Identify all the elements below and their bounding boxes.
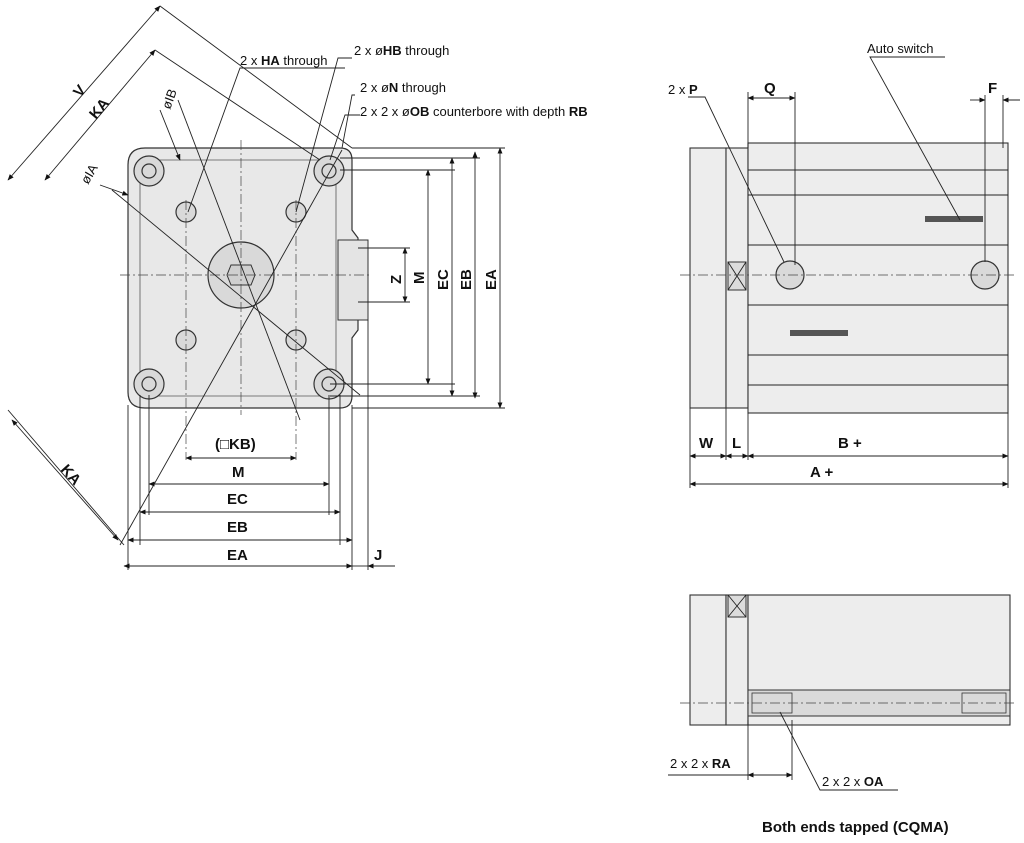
oa-label: 2 x 2 x OA (822, 774, 884, 789)
dim-M-vertical: M (411, 272, 428, 285)
dim-EA: EA (227, 547, 248, 564)
front-side-boss (337, 239, 369, 321)
front-inner-outline (139, 159, 337, 397)
dim-A: A + (810, 464, 833, 481)
dim-KA-bottom: KA (57, 461, 84, 489)
dim-IA: øIA (78, 161, 101, 186)
bottom-view (668, 594, 1015, 791)
dim-V: V (70, 82, 89, 101)
dim-IB: øIB (159, 87, 180, 111)
dim-W: W (699, 435, 714, 452)
bottom-end-plate (689, 594, 727, 726)
hb-through-label: 2 x øHB through (354, 43, 449, 58)
auto-switch-label: Auto switch (867, 41, 933, 56)
auto-switch-2 (790, 330, 848, 336)
dim-Z: Z (388, 275, 405, 284)
dim-KA-top: KA (86, 95, 113, 123)
dim-EC-vertical: EC (435, 269, 452, 290)
ha-through-label: 2 x HA through (240, 53, 327, 68)
dim-M: M (232, 464, 245, 481)
side-end-plate (689, 147, 727, 409)
dim-EA-vertical: EA (483, 269, 500, 290)
dim-Q: Q (764, 80, 776, 97)
ra-label: 2 x 2 x RA (670, 756, 731, 771)
dim-J: J (374, 547, 382, 564)
dim-F: F (988, 80, 997, 97)
dim-L: L (732, 435, 741, 452)
dim-EB: EB (227, 519, 248, 536)
p-label: 2 x P (668, 82, 698, 97)
n-through-label: 2 x øN through (360, 80, 446, 95)
ob-counterbore-label: 2 x 2 x øOB counterbore with depth RB (360, 104, 588, 119)
dim-EC: EC (227, 491, 248, 508)
side-view (680, 56, 1020, 488)
front-view (7, 5, 505, 570)
bottom-caption: Both ends tapped (CQMA) (762, 819, 949, 836)
dim-B: B + (838, 435, 862, 452)
auto-switch-1 (925, 216, 983, 222)
dim-EB-vertical: EB (458, 269, 475, 290)
dim-KB: (□KB) (215, 436, 256, 453)
